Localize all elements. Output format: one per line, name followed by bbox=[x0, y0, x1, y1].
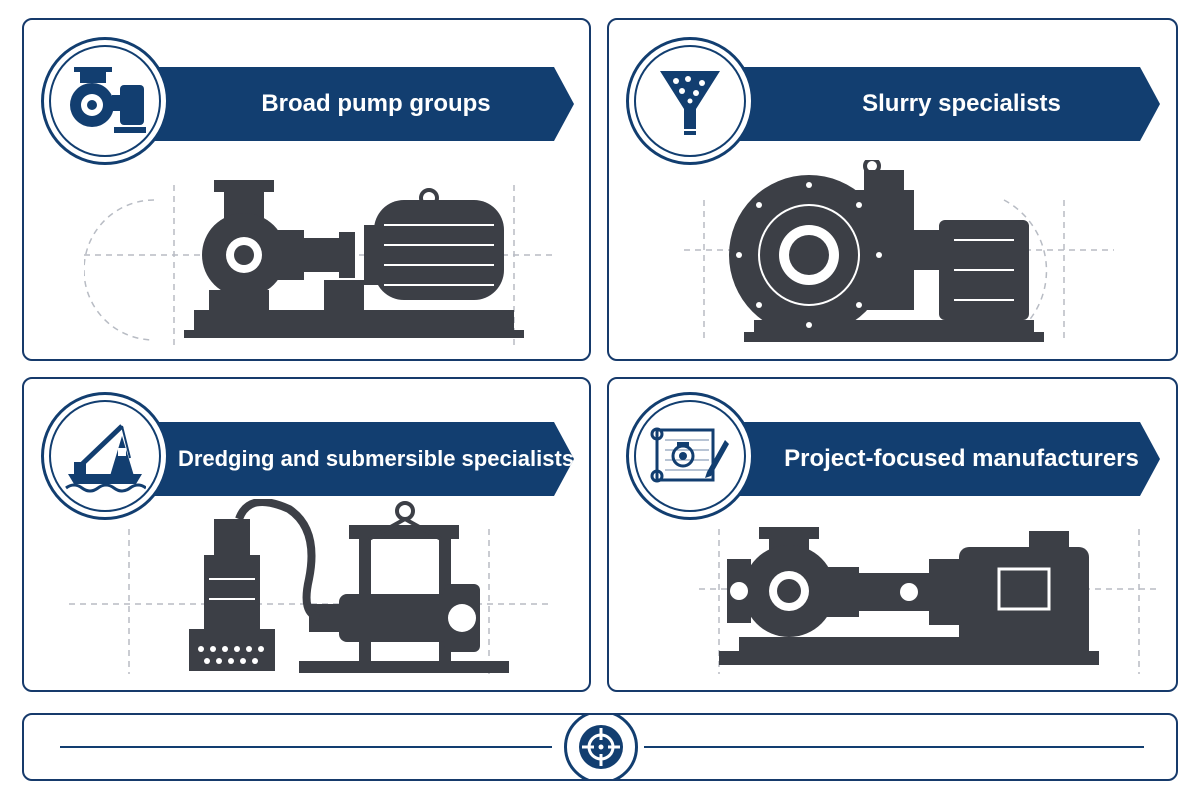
panel-banner: Project-focused manufacturers bbox=[717, 422, 1160, 496]
project-pump-illustration bbox=[699, 527, 1159, 674]
hopper-icon bbox=[626, 37, 754, 165]
panel-banner: Slurry specialists bbox=[717, 67, 1160, 141]
panel-dredging-submersible-specialists: Dredging and submersible specialists bbox=[22, 377, 591, 692]
submersible-dredge-pump-illustration bbox=[69, 499, 549, 674]
panel-banner: Broad pump groups bbox=[132, 67, 574, 141]
panel-title: Broad pump groups bbox=[261, 90, 491, 117]
footer-divider-right bbox=[644, 746, 1144, 748]
crane-barge-icon bbox=[41, 392, 169, 520]
footer-divider-left bbox=[60, 746, 552, 748]
footer-bar bbox=[22, 713, 1178, 781]
panel-slurry-specialists: Slurry specialists bbox=[607, 18, 1178, 361]
panel-banner: Dredging and submersible specialists bbox=[132, 422, 574, 496]
panel-broad-pump-groups: Broad pump groups bbox=[22, 18, 591, 361]
blueprint-pencil-icon bbox=[626, 392, 754, 520]
panel-project-focused-manufacturers: Project-focused manufacturers bbox=[607, 377, 1178, 692]
end-suction-pump-illustration bbox=[84, 180, 554, 345]
panel-title: Dredging and submersible specialists bbox=[177, 446, 575, 471]
centrifugal-pump-icon bbox=[41, 37, 169, 165]
panel-title: Project-focused manufacturers bbox=[784, 445, 1139, 472]
panel-title: Slurry specialists bbox=[862, 90, 1061, 117]
target-icon bbox=[564, 715, 638, 779]
slurry-pump-illustration bbox=[684, 160, 1114, 342]
